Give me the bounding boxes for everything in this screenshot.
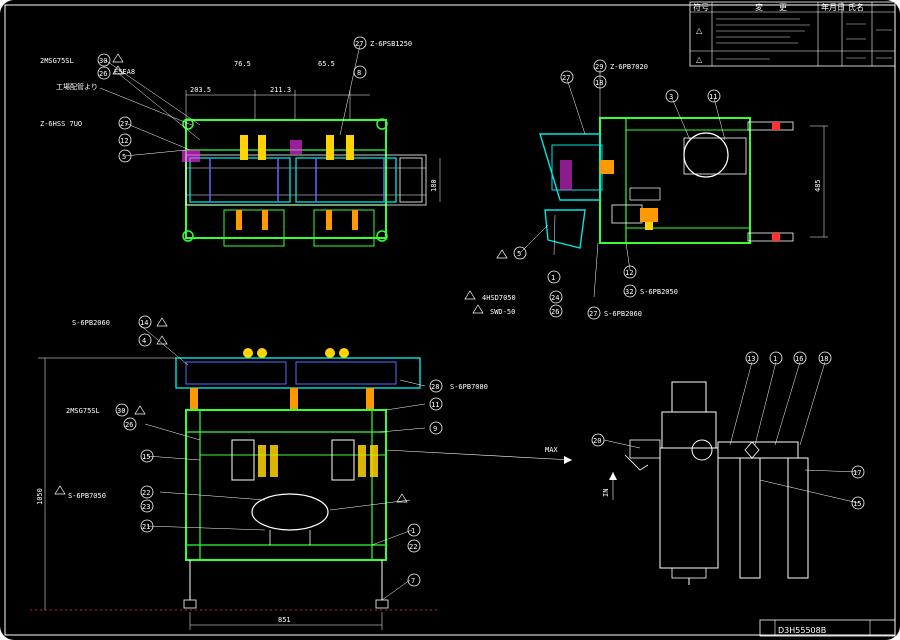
detail-callout-3-num: 1 bbox=[773, 355, 777, 363]
front-callout-7-num: 9 bbox=[433, 425, 437, 433]
side-callout-3-num: 18 bbox=[595, 79, 603, 87]
side-callout-2-text: Z-6PB7020 bbox=[610, 63, 648, 71]
front-callout-9-text: S-6PB7050 bbox=[68, 492, 106, 500]
front-callout-10-num: 23 bbox=[142, 503, 150, 511]
front-callout-12-num: 1 bbox=[411, 527, 415, 535]
detail-callout-5-num: 18 bbox=[820, 355, 828, 363]
side-callout-10-num: 26 bbox=[551, 308, 559, 316]
front-dim-width: 851 bbox=[278, 616, 291, 624]
front-callout-4-num: 11 bbox=[431, 401, 439, 409]
top-callout-7-text: Z-6PSB1250 bbox=[370, 40, 412, 48]
top-callout-5-num: 12 bbox=[120, 137, 128, 145]
front-callout-5-text: 2MSG75SL bbox=[66, 407, 100, 415]
front-callout-2-num: 4 bbox=[142, 337, 146, 345]
top-callout-1-num: 30 bbox=[99, 57, 107, 65]
front-callout-9-num: 22 bbox=[142, 489, 150, 497]
drawing-number-box: D3H55508B bbox=[759, 619, 896, 637]
front-callout-11-num: 21 bbox=[142, 523, 150, 531]
revision-table: 符号 変 更 年月日 氏名 △ △ bbox=[689, 1, 896, 67]
side-callout-5-num: 11 bbox=[709, 93, 717, 101]
top-dim-3: 211.3 bbox=[270, 86, 291, 94]
side-callout-9-text: 4HSD7050 bbox=[482, 294, 516, 302]
top-callout-7-num: 27 bbox=[355, 40, 363, 48]
rev-header-name: 氏名 bbox=[848, 2, 864, 12]
top-callout-4-num: 27 bbox=[120, 120, 128, 128]
side-callout-9-num: 24 bbox=[551, 294, 559, 302]
rev-header-symbol: 符号 bbox=[693, 2, 709, 12]
front-view: 1050 851 MAX 14 S-6PB2060 4 28 S-6PB7080… bbox=[30, 315, 573, 630]
side-callout-11-text: S-6PB2060 bbox=[604, 310, 642, 318]
top-dim-4: 65.5 bbox=[318, 60, 335, 68]
side-view: 485 27 29 Z-6PB7020 18 3 11 1 12 32 S-6P… bbox=[464, 59, 828, 320]
side-callout-12-num: 5 bbox=[517, 250, 521, 258]
side-dim: 485 bbox=[814, 179, 822, 192]
sheet-border bbox=[4, 4, 896, 636]
detail-callout-6-num: 17 bbox=[853, 469, 861, 477]
rev-mark-1: △ bbox=[696, 26, 703, 35]
top-callout-6-num: 5 bbox=[122, 153, 126, 161]
front-callout-5-num: 30 bbox=[117, 407, 125, 415]
detail-callout-1-num: 20 bbox=[593, 437, 601, 445]
front-dim-height: 1050 bbox=[36, 488, 44, 505]
top-callout-1-text: 2MSG75SL bbox=[40, 57, 74, 65]
side-callout-10-text: SWD-50 bbox=[490, 308, 515, 316]
front-callout-3-text: S-6PB7080 bbox=[450, 383, 488, 391]
side-callout-8-num: 32 bbox=[625, 288, 633, 296]
side-callout-1-num: 27 bbox=[562, 74, 570, 82]
side-callout-6-num: 1 bbox=[551, 274, 555, 282]
rev-header-date: 年月日 bbox=[821, 2, 845, 12]
drawing-number: D3H55508B bbox=[778, 626, 826, 635]
front-callout-8-num: 15 bbox=[142, 453, 150, 461]
rev-header-change: 変 更 bbox=[755, 2, 787, 12]
front-arrow-note: MAX bbox=[545, 446, 558, 454]
side-callout-11-num: 27 bbox=[589, 310, 597, 318]
front-callout-1-num: 14 bbox=[140, 319, 148, 327]
front-callout-6-num: 26 bbox=[125, 421, 133, 429]
top-callout-2-num: 26 bbox=[99, 70, 107, 78]
rev-mark-3: △ bbox=[696, 55, 703, 64]
detail-callout-4-num: 16 bbox=[795, 355, 803, 363]
top-callout-8-num: 8 bbox=[357, 69, 361, 77]
top-view: 203.5 76.5 211.3 65.5 180 30 2MSG75SL 26… bbox=[40, 36, 441, 247]
top-callout-3-text: 工場配管より bbox=[56, 82, 98, 91]
side-callout-4-num: 3 bbox=[669, 93, 673, 101]
top-dim-1: 203.5 bbox=[190, 86, 211, 94]
detail-callout-2-num: 13 bbox=[747, 355, 755, 363]
front-callout-13-num: 22 bbox=[409, 543, 417, 551]
detail-view: IN 20 13 1 16 18 17 15 bbox=[591, 351, 865, 585]
detail-note: IN bbox=[602, 489, 610, 497]
top-callout-2-text: ESEA8 bbox=[114, 68, 135, 76]
detail-callout-7-num: 15 bbox=[853, 500, 861, 508]
top-dim-2: 76.5 bbox=[234, 60, 251, 68]
side-callout-2-num: 29 bbox=[595, 63, 603, 71]
front-callout-14-num: 7 bbox=[411, 577, 415, 585]
side-callout-8-text: S-6PB2050 bbox=[640, 288, 678, 296]
front-callout-1-text: S-6PB2060 bbox=[72, 319, 110, 327]
top-callout-4-text: Z-6HSS 7UO bbox=[40, 120, 82, 128]
front-callout-3-num: 28 bbox=[431, 383, 439, 391]
side-callout-7-num: 12 bbox=[625, 269, 633, 277]
top-dim-5: 180 bbox=[430, 179, 438, 192]
